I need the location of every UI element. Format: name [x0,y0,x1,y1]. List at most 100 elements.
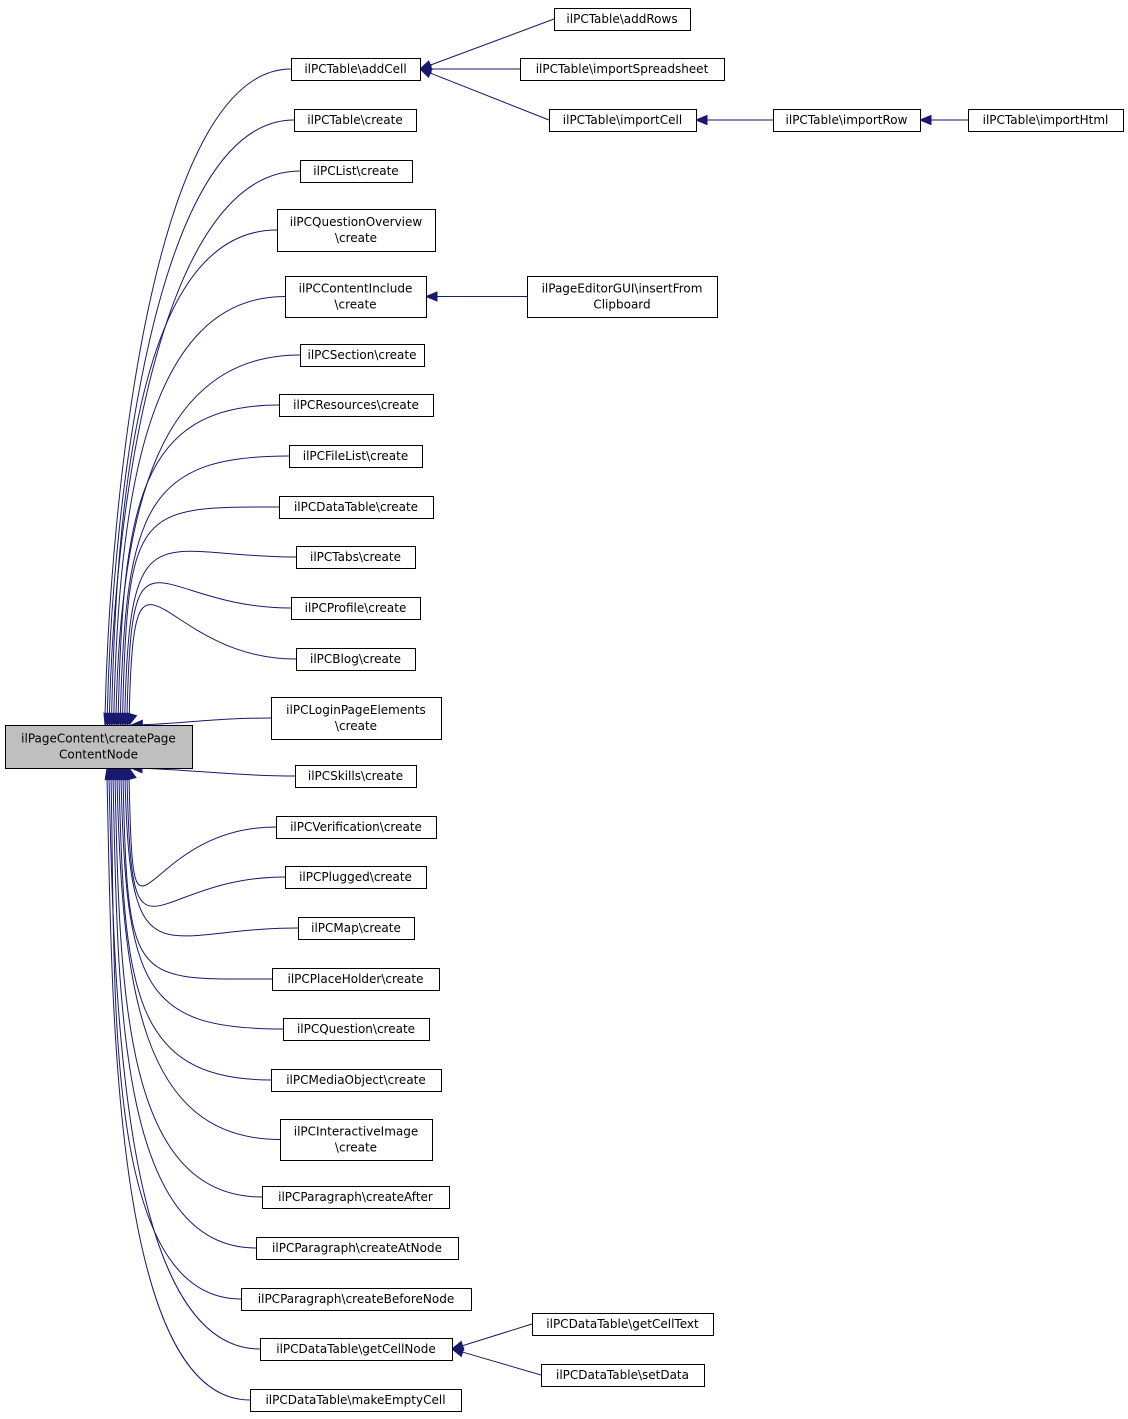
caller-node-3-label: \create [335,231,377,245]
caller-node-11[interactable]: ilPCBlog\create [296,648,416,671]
edge-caller-19 [118,777,272,1081]
edge-caller-15 [126,777,286,907]
caller-node-6-label: ilPCResources\create [293,398,419,412]
caller-node-16[interactable]: ilPCMap\create [298,917,415,940]
third-node-0-label: ilPCTable\importRow [786,113,908,127]
edge-caller-6 [117,404,280,716]
caller-node-7[interactable]: ilPCFileList\create [289,445,423,468]
caller-node-23[interactable]: ilPCParagraph\createBeforeNode [241,1288,472,1311]
edge-caller-0 [104,68,292,716]
caller-node-1[interactable]: ilPCTable\create [294,109,417,132]
edge-caller-12 [131,717,272,726]
root-node-box [5,725,193,769]
caller-node-9[interactable]: ilPCTabs\create [296,546,416,569]
caller-node-9-box [296,546,416,569]
caller-node-3[interactable]: ilPCQuestionOverview\create [277,209,436,252]
second-node-0[interactable]: ilPCTable\addRows [554,8,691,31]
caller-node-5-label: ilPCSection\create [307,348,416,362]
third-node-1[interactable]: ilPCTable\importHtml [968,109,1124,132]
edge-caller-2 [108,170,301,716]
caller-node-4[interactable]: ilPCContentInclude\create [285,276,427,318]
caller-node-6-box [279,394,434,417]
second-node-5[interactable]: ilPCDataTable\setData [541,1364,705,1387]
caller-node-8-label: ilPCDataTable\create [294,500,418,514]
caller-node-15-label: ilPCPlugged\create [299,870,412,884]
caller-node-1-label: ilPCTable\create [307,113,402,127]
caller-node-20[interactable]: ilPCInteractiveImage\create [280,1119,433,1161]
second-node-2[interactable]: ilPCTable\importCell [549,109,697,132]
third-node-0-box [773,109,921,132]
caller-node-0[interactable]: ilPCTable\addCell [291,58,421,81]
edge-importhtml-arrowhead [918,114,932,126]
caller-node-18-label: ilPCQuestion\create [297,1022,415,1036]
edge-caller-10 [126,582,292,716]
edge-caller-9 [124,550,297,716]
caller-node-1-box [294,109,417,132]
caller-node-12[interactable]: ilPCLoginPageElements\create [271,697,442,740]
caller-node-20-label: ilPCInteractiveImage [294,1125,419,1139]
edge-caller-1 [106,119,295,716]
caller-node-0-label: ilPCTable\addCell [304,62,406,76]
caller-node-13[interactable]: ilPCSkills\create [295,765,417,788]
caller-node-5[interactable]: ilPCSection\create [300,344,425,367]
caller-node-16-label: ilPCMap\create [311,921,401,935]
caller-node-8[interactable]: ilPCDataTable\create [279,496,434,519]
edge-caller-25-arrowhead [104,766,115,781]
caller-node-2-box [300,160,413,183]
caller-node-15[interactable]: ilPCPlugged\create [285,866,427,889]
caller-node-10-box [291,597,421,620]
caller-node-17-box [272,968,440,991]
caller-node-6[interactable]: ilPCResources\create [279,394,434,417]
second-node-1[interactable]: ilPCTable\importSpreadsheet [520,58,725,81]
second-node-0-label: ilPCTable\addRows [566,12,677,26]
caller-node-17[interactable]: ilPCPlaceHolder\create [272,968,440,991]
caller-node-23-label: ilPCParagraph\createBeforeNode [258,1292,454,1306]
second-node-2-label: ilPCTable\importCell [563,113,682,127]
edge-caller-23 [110,777,242,1300]
caller-node-4-label: \create [334,298,376,312]
caller-node-10[interactable]: ilPCProfile\create [291,597,421,620]
caller-node-24-box [260,1338,453,1361]
caller-node-21[interactable]: ilPCParagraph\createAfter [262,1186,450,1209]
second-node-4[interactable]: ilPCDataTable\getCellText [532,1313,714,1336]
edge-getcelltext [461,1323,533,1347]
second-node-2-box [549,109,697,132]
caller-node-20-box [280,1119,433,1161]
edge-caller-17 [122,777,273,980]
edge-caller-20 [116,777,281,1140]
caller-node-24[interactable]: ilPCDataTable\getCellNode [260,1338,453,1361]
caller-node-25-box [250,1389,462,1412]
second-node-3-label: Clipboard [593,298,650,312]
caller-node-2[interactable]: ilPCList\create [300,160,413,183]
edge-caller-21 [114,777,263,1198]
caller-node-7-label: ilPCFileList\create [303,449,408,463]
caller-node-12-label: \create [335,719,377,733]
caller-node-16-box [298,917,415,940]
edge-setdata-arrowhead [450,1347,465,1358]
caller-node-23-box [241,1288,472,1311]
caller-node-25[interactable]: ilPCDataTable\makeEmptyCell [250,1389,462,1412]
edge-caller-25 [106,777,251,1401]
edge-addrows [429,18,555,66]
second-node-0-box [554,8,691,31]
caller-node-22-label: ilPCParagraph\createAtNode [272,1241,442,1255]
caller-node-4-box [285,276,427,318]
caller-node-19[interactable]: ilPCMediaObject\create [271,1069,442,1092]
edge-caller-24 [108,777,261,1350]
edge-caller-14 [128,777,277,887]
caller-node-19-box [271,1069,442,1092]
edge-caller-4 [113,296,286,716]
caller-node-13-label: ilPCSkills\create [308,769,403,783]
edge-caller-18 [120,777,284,1030]
caller-node-22[interactable]: ilPCParagraph\createAtNode [256,1237,459,1260]
caller-node-18[interactable]: ilPCQuestion\create [283,1018,430,1041]
third-node-1-label: ilPCTable\importHtml [983,113,1109,127]
second-node-5-label: ilPCDataTable\setData [556,1368,689,1382]
caller-node-17-label: ilPCPlaceHolder\create [288,972,424,986]
caller-node-14[interactable]: ilPCVerification\create [276,816,437,839]
caller-node-19-label: ilPCMediaObject\create [286,1073,426,1087]
third-node-0[interactable]: ilPCTable\importRow [773,109,921,132]
